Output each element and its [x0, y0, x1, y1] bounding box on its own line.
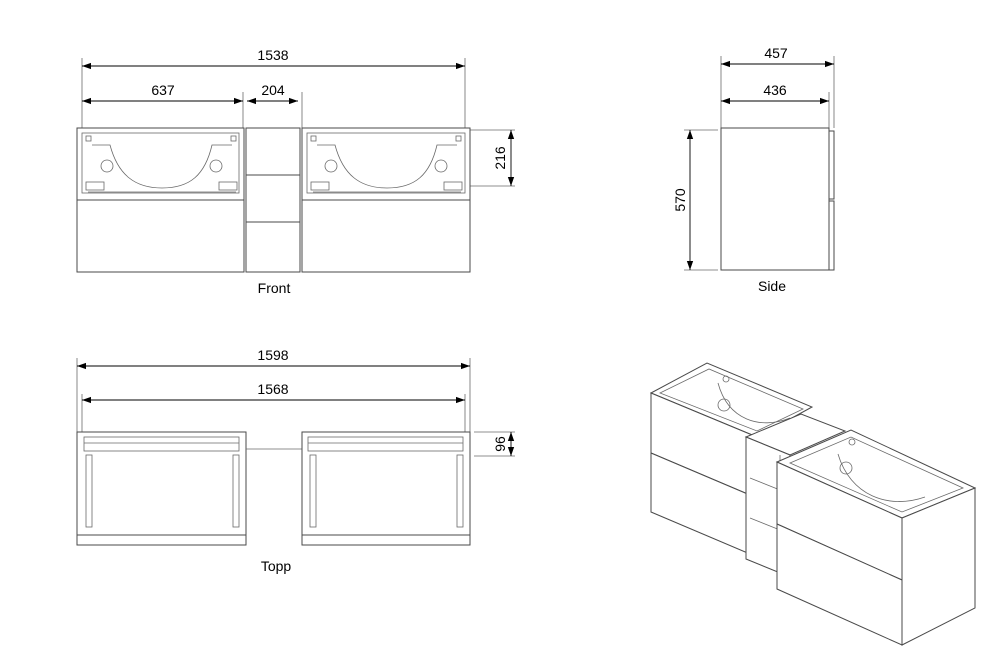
dimension-label: 637: [151, 82, 175, 98]
dimension-label: 216: [492, 146, 508, 170]
dimension-top-inner-width: 1568: [82, 381, 465, 404]
dimension-label: 96: [492, 436, 508, 452]
dimension-front-overall-width: 1538: [82, 47, 465, 70]
dimension-front-basin-width: 637: [82, 82, 243, 105]
drain-hole-icon: [324, 159, 338, 173]
dimension-label: 1538: [257, 47, 288, 63]
front-view-label: Front: [258, 280, 291, 296]
dimension-label: 204: [261, 82, 285, 98]
front-view: 1538 637 204 216: [76, 47, 515, 296]
drain-hole-icon: [434, 159, 448, 173]
dimension-top-slot-depth: 96: [492, 432, 515, 456]
dimension-front-middle-width: 204: [247, 82, 298, 105]
hinge-icon: [722, 375, 730, 383]
drain-hole-icon: [717, 398, 731, 412]
side-view: 457 436 570 Side: [672, 45, 835, 294]
side-view-label: Side: [758, 278, 786, 294]
top-view-label: Topp: [261, 558, 292, 574]
drain-hole-icon: [100, 159, 114, 173]
dimension-label: 570: [672, 188, 688, 212]
drain-hole-icon: [209, 159, 223, 173]
dimension-label: 436: [763, 82, 787, 98]
dimension-label: 1568: [257, 381, 288, 397]
dimension-label: 1598: [257, 347, 288, 363]
dimension-side-height: 570: [672, 130, 694, 270]
hinge-icon: [848, 438, 856, 446]
dimension-side-overall-depth: 457: [721, 45, 834, 68]
dimension-label: 457: [764, 45, 788, 61]
dimension-side-cabinet-depth: 436: [721, 82, 829, 105]
isometric-view: [649, 362, 977, 646]
top-view: 1598 1568 96 Topp: [76, 347, 515, 574]
dimension-front-drawer-height: 216: [492, 130, 515, 186]
drain-hole-icon: [839, 461, 853, 475]
dimension-top-overall-width: 1598: [77, 347, 470, 370]
